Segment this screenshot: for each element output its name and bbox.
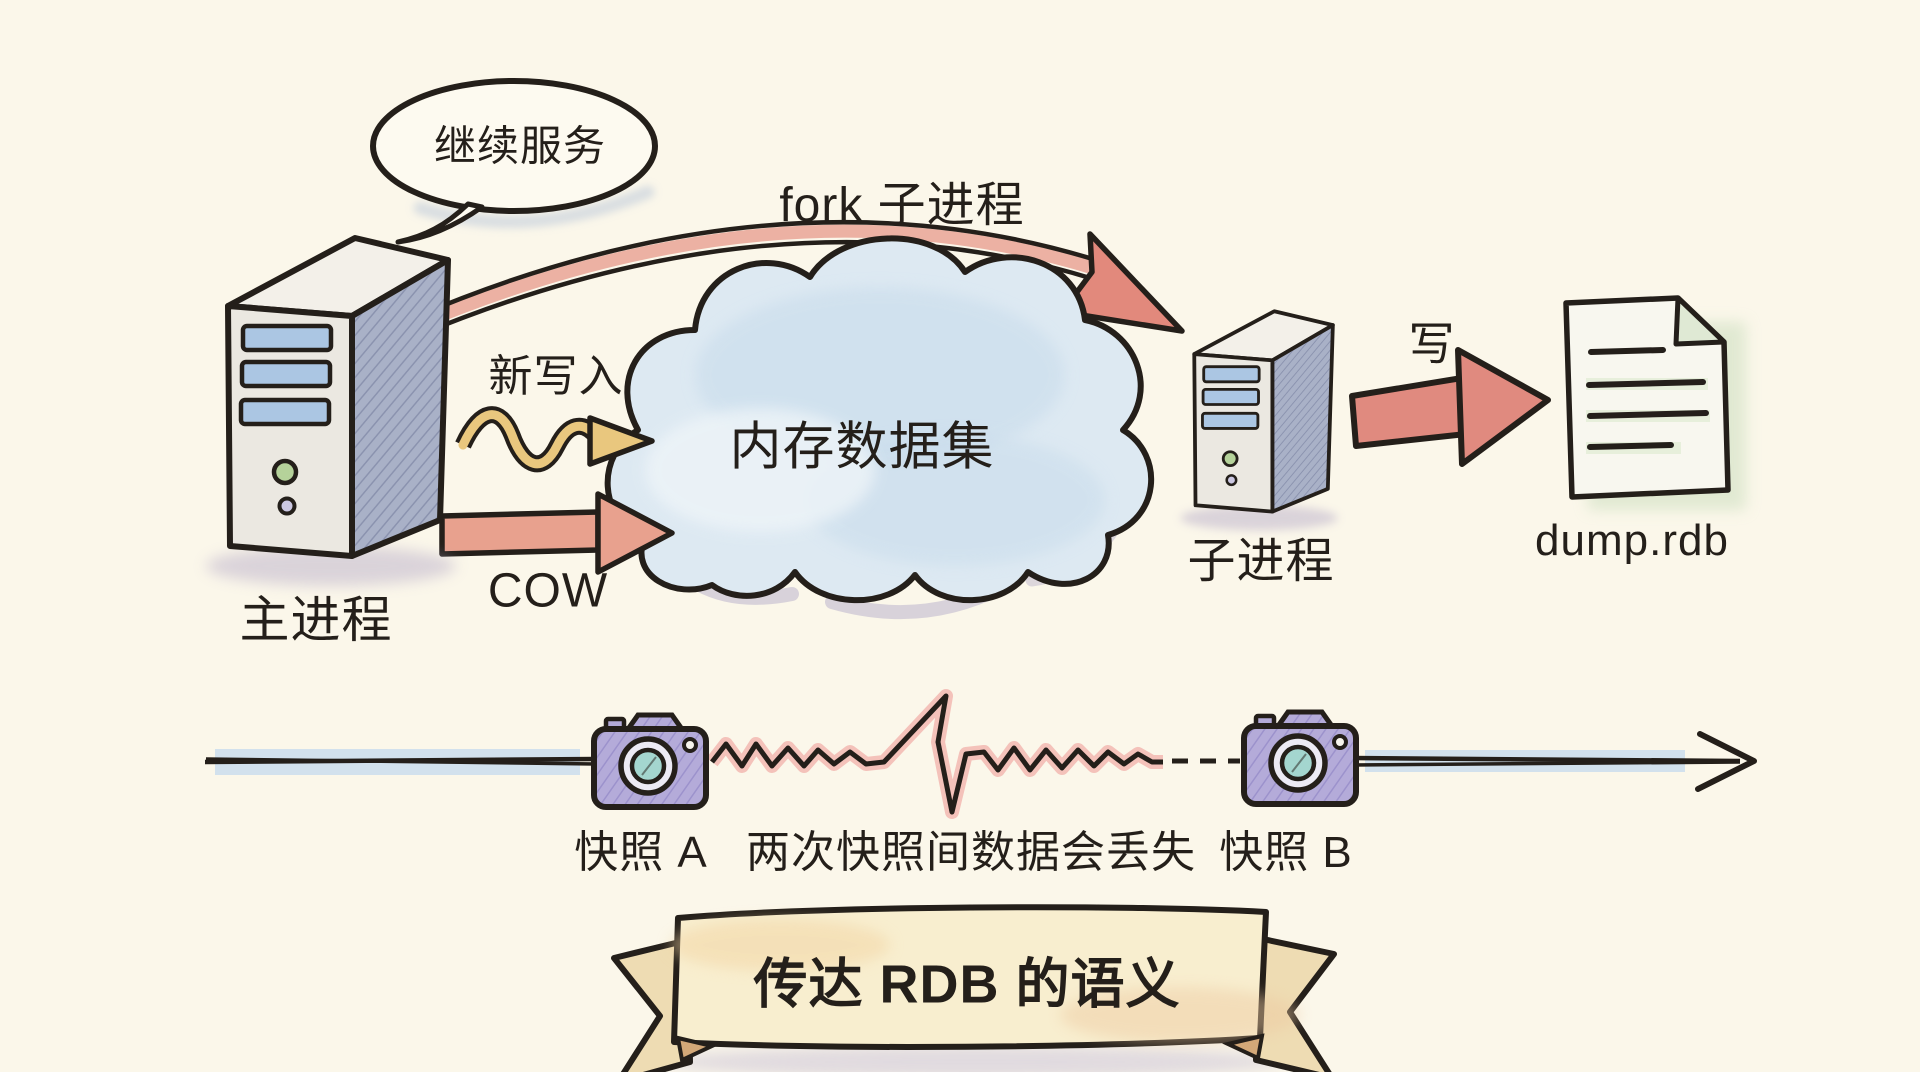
timeline-arrowhead-icon xyxy=(1695,731,1757,792)
child-server-icon xyxy=(1180,311,1338,530)
banner-ribbon xyxy=(611,904,1337,1072)
main-server-label: 主进程 xyxy=(239,592,393,648)
cow-arrow-label: COW xyxy=(487,564,609,618)
child-server-label: 子进程 xyxy=(1187,535,1335,588)
dump-file-icon xyxy=(1563,295,1746,510)
speech-bubble xyxy=(370,78,658,245)
timeline xyxy=(204,689,1757,819)
data-loss-label: 两次快照间数据会丢失 xyxy=(746,828,1196,877)
snapshot-a-label: 快照 A xyxy=(574,828,708,877)
fork-arrow-label: fork 子进程 xyxy=(779,179,1025,232)
write-arrow-icon xyxy=(1349,347,1551,467)
camera-b-icon xyxy=(1244,712,1356,804)
write-arrow-label: 写 xyxy=(1408,318,1456,370)
main-server-icon xyxy=(206,238,456,586)
memory-cloud-label: 内存数据集 xyxy=(729,418,995,477)
cow-arrow-icon xyxy=(439,491,675,575)
snapshot-b-label: 快照 B xyxy=(1219,828,1353,877)
speech-bubble-text: 继续服务 xyxy=(433,122,607,170)
banner-label: 传达 RDB 的语义 xyxy=(753,954,1181,1015)
new-write-arrow-icon xyxy=(455,406,655,473)
new-write-arrow-label: 新写入 xyxy=(488,352,624,401)
memory-cloud-icon xyxy=(604,235,1155,620)
camera-a-icon xyxy=(594,715,706,807)
dump-file-label: dump.rdb xyxy=(1535,516,1729,565)
